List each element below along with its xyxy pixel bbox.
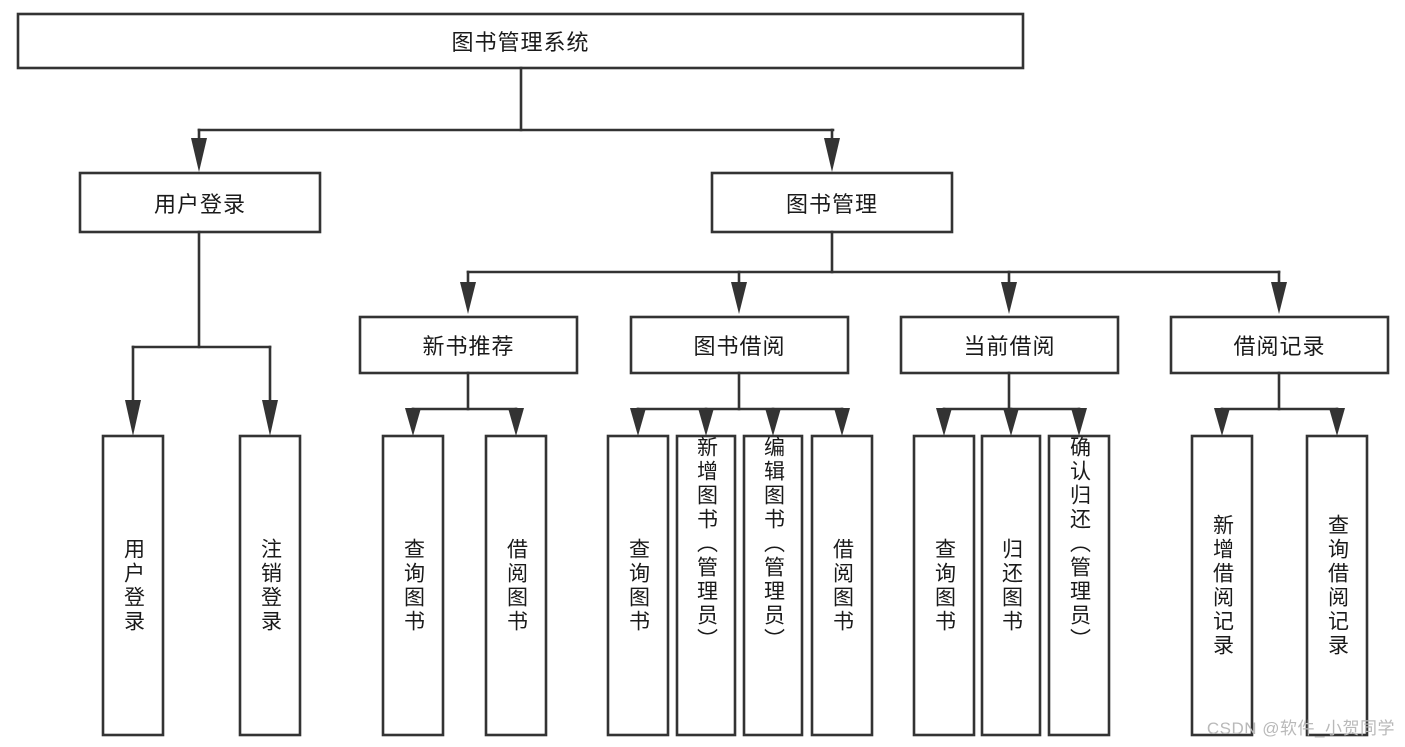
node-leaf-query-book-3-box[interactable] <box>912 434 976 737</box>
arrowhead-leaf-add-record <box>1214 408 1230 436</box>
node-leaf-query-record-box[interactable] <box>1305 434 1369 737</box>
node-book-manage-box[interactable] <box>710 171 954 234</box>
node-leaf-borrow-book-2-box[interactable] <box>810 434 874 737</box>
csdn-watermark: CSDN @软件_小贺同学 <box>1206 719 1395 738</box>
arrowhead-book-borrow <box>731 282 747 314</box>
node-leaf-add-record-box[interactable] <box>1190 434 1254 737</box>
arrowhead-leaf-edit-book <box>765 408 781 436</box>
arrowhead-new-book-recommend <box>460 282 476 314</box>
arrowhead-leaf-query-book-3 <box>936 408 952 436</box>
node-leaf-add-book-box[interactable] <box>675 434 737 737</box>
node-current-borrow-box[interactable] <box>899 315 1120 375</box>
node-leaf-user-login-box[interactable] <box>101 434 165 737</box>
arrowhead-leaf-query-book-1 <box>405 408 421 436</box>
node-new-book-recommend-box[interactable] <box>358 315 579 375</box>
arrowhead-leaf-query-record <box>1329 408 1345 436</box>
arrowhead-leaf-add-book <box>698 408 714 436</box>
arrowhead-leaf-logout <box>262 400 278 436</box>
node-borrow-record-box[interactable] <box>1169 315 1390 375</box>
node-leaf-query-book-1-box[interactable] <box>381 434 445 737</box>
node-root-box[interactable] <box>16 12 1025 70</box>
arrowhead-leaf-borrow-book-2 <box>834 408 850 436</box>
node-user-login-box[interactable] <box>78 171 322 234</box>
arrowhead-leaf-user-login <box>125 400 141 436</box>
node-leaf-return-book-box[interactable] <box>980 434 1042 737</box>
node-leaf-edit-book-box[interactable] <box>742 434 804 737</box>
arrowhead-leaf-borrow-book-1 <box>508 408 524 436</box>
arrowhead-user-login <box>191 138 207 172</box>
arrowhead-current-borrow <box>1001 282 1017 314</box>
node-leaf-confirm-return-box[interactable] <box>1047 434 1111 737</box>
node-leaf-logout-box[interactable] <box>238 434 302 737</box>
node-leaf-borrow-book-1-box[interactable] <box>484 434 548 737</box>
arrowhead-leaf-confirm-return <box>1071 408 1087 436</box>
arrowhead-book-manage <box>824 138 840 172</box>
arrowhead-leaf-return-book <box>1003 408 1019 436</box>
node-book-borrow-box[interactable] <box>629 315 850 375</box>
node-leaf-query-book-2-box[interactable] <box>606 434 670 737</box>
arrowhead-leaf-query-book-2 <box>630 408 646 436</box>
arrowhead-borrow-record <box>1271 282 1287 314</box>
